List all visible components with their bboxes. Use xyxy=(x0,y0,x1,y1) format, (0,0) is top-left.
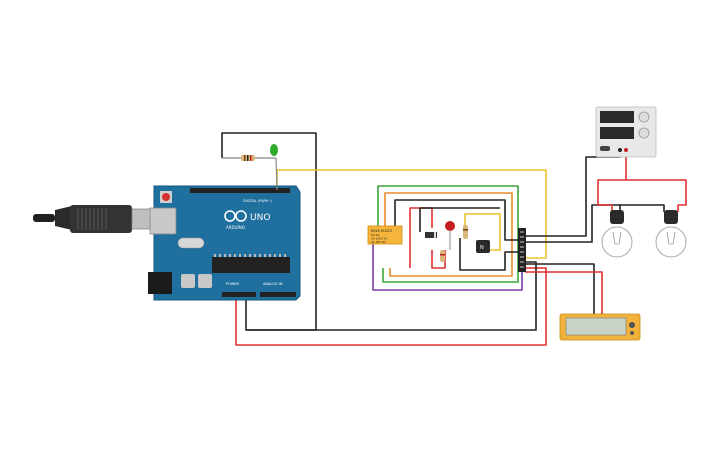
usb-cable-boot xyxy=(55,206,72,230)
reset-button-cap[interactable] xyxy=(162,193,170,201)
led-green-leg xyxy=(275,157,278,191)
wire-black-transistor[interactable] xyxy=(459,238,520,271)
resistor-vertical-2[interactable] xyxy=(440,250,445,262)
power-header xyxy=(222,292,256,297)
usb-plug-body xyxy=(70,205,132,233)
resistor-band-2 xyxy=(247,155,249,161)
multimeter-button[interactable] xyxy=(630,331,634,335)
diode[interactable] xyxy=(425,232,437,238)
resistor-v1-band xyxy=(463,229,468,231)
supply-terminal-pos[interactable] xyxy=(624,148,628,152)
supply-knob-1[interactable] xyxy=(638,111,650,123)
multimeter-dial[interactable] xyxy=(629,322,635,328)
relay-spec1: 5V DC xyxy=(371,233,380,237)
bulb-2-glass xyxy=(655,226,687,258)
wire-yellow-inner[interactable] xyxy=(464,213,501,251)
arduino-logo-icon xyxy=(224,210,247,222)
light-bulb-2[interactable] xyxy=(655,210,687,258)
supply-switch[interactable] xyxy=(600,146,610,151)
wire-black-row[interactable] xyxy=(419,207,500,232)
transistor[interactable]: N xyxy=(476,240,490,253)
relay-spec2: 1A 125V AC xyxy=(371,237,388,241)
red-led[interactable] xyxy=(445,221,455,250)
wire-black-bulb2[interactable] xyxy=(620,204,665,212)
led-red[interactable] xyxy=(445,221,455,231)
terminal-strip-body xyxy=(518,228,526,272)
diode-body xyxy=(425,232,437,238)
capacitor-2 xyxy=(198,274,212,288)
bulb-2-socket xyxy=(664,210,678,224)
diode-band xyxy=(434,232,436,238)
transistor-label: N xyxy=(480,245,484,251)
wire-red-bulb1[interactable] xyxy=(597,179,626,212)
bulb-1-filament xyxy=(612,231,622,245)
resistor-v2-body xyxy=(440,250,445,262)
analog-header xyxy=(260,292,296,297)
bulb-1-glass xyxy=(601,226,633,258)
bulb-1-socket xyxy=(610,210,624,224)
wire-black-bulb1[interactable] xyxy=(525,204,621,243)
relay-model: KS2E-M-DC5 xyxy=(371,229,392,233)
multimeter[interactable] xyxy=(559,313,641,341)
power-jack xyxy=(148,272,172,294)
atmega-chip xyxy=(212,257,290,273)
supply-terminal-neg[interactable] xyxy=(618,148,622,152)
analog-label: ANALOG IN xyxy=(263,282,283,286)
digital-label: DIGITAL (PWM~) xyxy=(243,199,273,203)
board-model: UNO xyxy=(250,213,270,223)
resistor-v2-band xyxy=(440,254,445,256)
multimeter-display xyxy=(565,317,627,336)
supply-display-1 xyxy=(600,111,634,123)
wire-black-led-gnd[interactable] xyxy=(221,132,317,331)
relay-body xyxy=(367,225,403,245)
usb-jack xyxy=(149,207,177,235)
relay-module[interactable]: KS2E-M-DC5 5V DC 1A 125V AC 2A 30V DC xyxy=(367,225,403,245)
terminal-strip-pins xyxy=(520,231,524,268)
board-brand: ARDUINO xyxy=(226,225,245,230)
usb-cable[interactable] xyxy=(33,205,155,233)
wire-purple[interactable] xyxy=(372,240,523,291)
wire-black-inner[interactable] xyxy=(394,199,520,241)
resistor-band-3 xyxy=(250,155,252,161)
supply-knob-2[interactable] xyxy=(638,127,650,139)
crystal-oscillator xyxy=(177,237,205,249)
wire-red-supply[interactable] xyxy=(625,150,687,212)
wire-black-gnd[interactable] xyxy=(246,261,537,331)
transistor-body xyxy=(476,240,490,253)
capacitor-1 xyxy=(181,274,195,288)
usb-cable-cord xyxy=(33,214,55,222)
supply-display-2 xyxy=(600,127,634,139)
wire-orange[interactable] xyxy=(384,192,513,277)
wire-red-5v[interactable] xyxy=(235,267,547,346)
usb-plug-grip xyxy=(77,208,107,230)
resistor-v1-body xyxy=(463,225,468,239)
green-led-circuit[interactable] xyxy=(222,144,278,191)
atmega-chip-pins xyxy=(214,254,286,257)
resistor-band-1 xyxy=(244,155,246,161)
digital-header xyxy=(190,188,290,193)
led-green[interactable] xyxy=(270,144,278,156)
terminal-strip[interactable] xyxy=(518,228,526,272)
light-bulb-1[interactable] xyxy=(601,210,633,258)
wire-black-supply[interactable] xyxy=(525,150,621,237)
relay-spec3: 2A 30V DC xyxy=(371,240,386,244)
resistor-vertical-1[interactable] xyxy=(463,225,468,239)
bulb-2-filament xyxy=(666,231,676,245)
arduino-uno-board[interactable]: ARDUINO UNO DIGITAL (PWM~) POWER ANALOG … xyxy=(148,185,301,301)
power-supply[interactable] xyxy=(595,106,657,158)
power-label: POWER xyxy=(226,282,240,286)
